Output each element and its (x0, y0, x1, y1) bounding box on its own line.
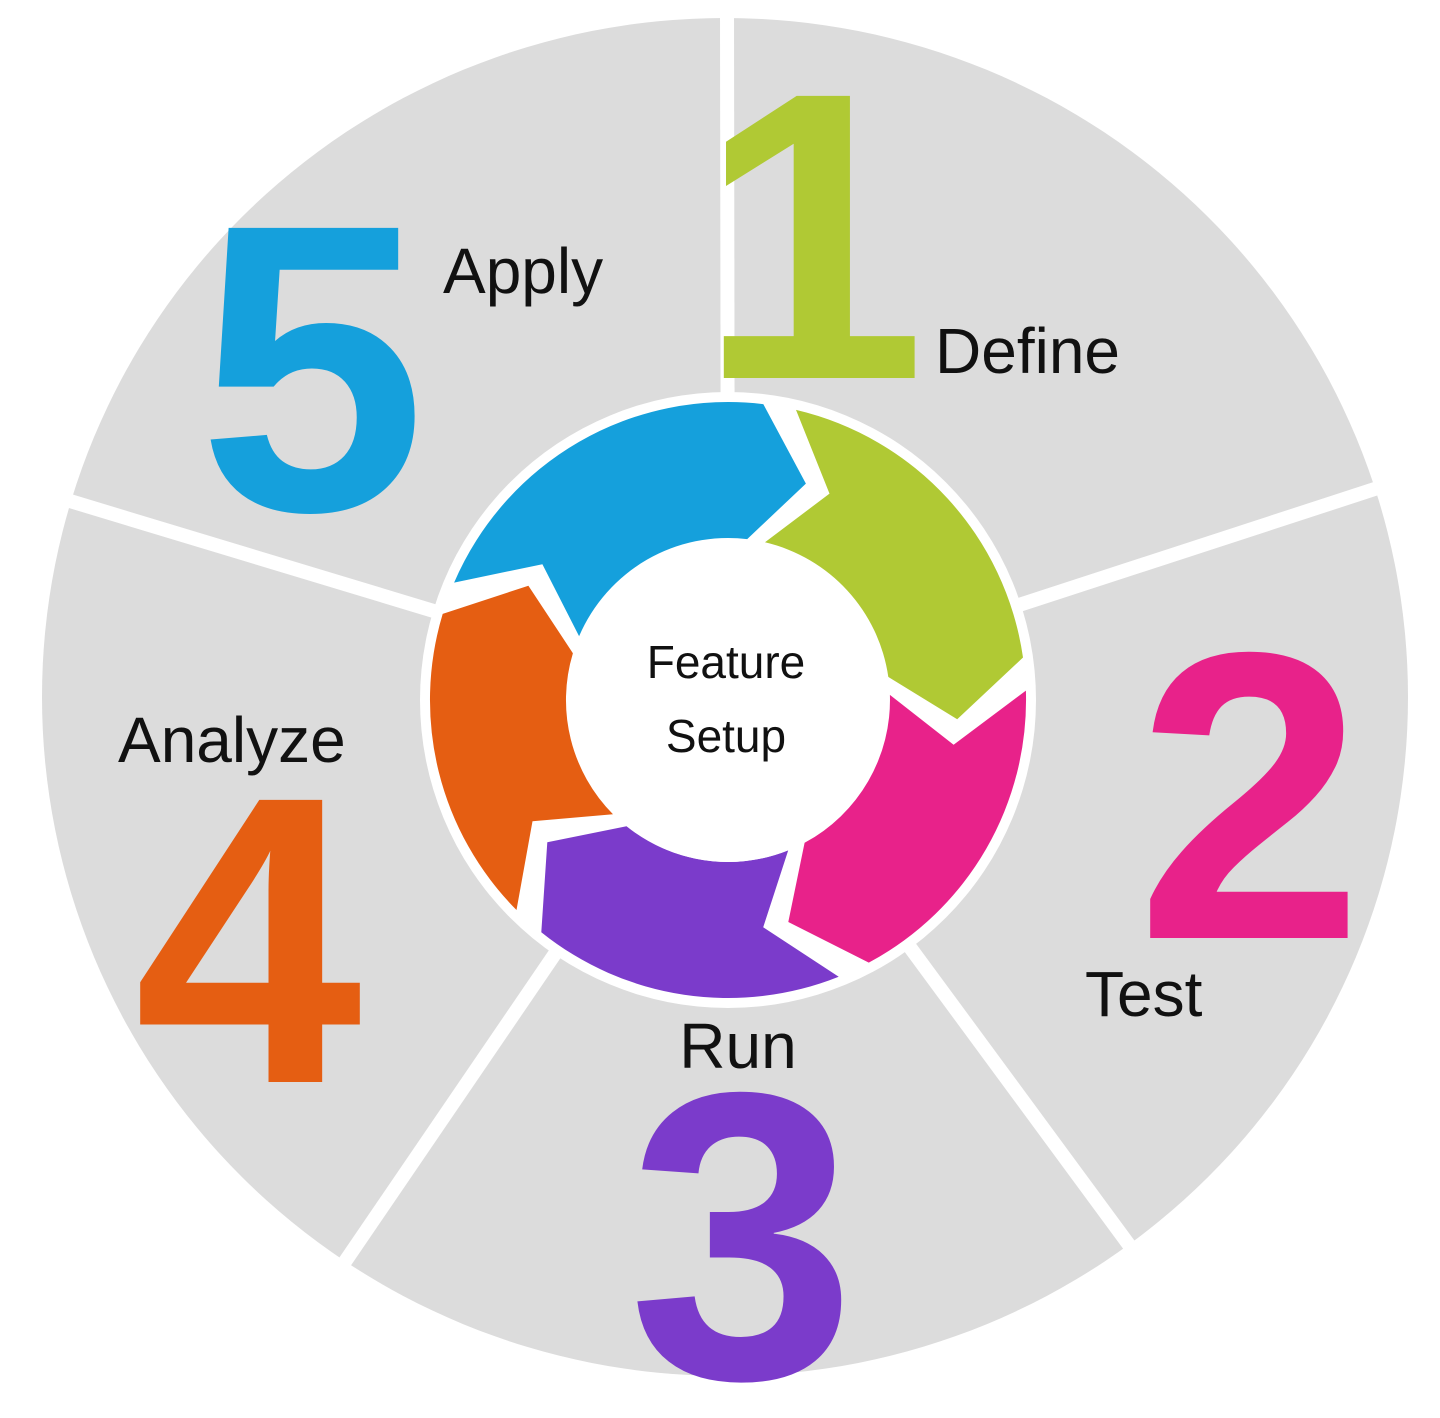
step-1-define: 1 Define (698, 7, 1120, 465)
arrow-segment-test (788, 690, 1027, 963)
arrow-segment-run (541, 826, 839, 998)
arrow-segment-define (765, 409, 1023, 720)
step-label-define: Define (935, 315, 1120, 387)
step-2-test: 2 Test (1085, 567, 1364, 1030)
step-4-analyze: Analyze 4 (118, 704, 365, 1169)
step-number-2: 2 (1136, 567, 1364, 1025)
step-label-test: Test (1085, 958, 1203, 1030)
center-label-line1: Feature (647, 636, 806, 688)
cycle-ring (429, 402, 1027, 998)
arrow-segment-apply (454, 402, 806, 637)
step-label-run: Run (679, 1010, 796, 1082)
step-label-analyze: Analyze (118, 704, 346, 776)
step-number-4: 4 (134, 711, 365, 1169)
step-label-apply: Apply (443, 235, 603, 307)
step-5-apply: 5 Apply (198, 139, 603, 597)
step-number-5: 5 (198, 139, 426, 597)
step-number-3: 3 (628, 1007, 856, 1418)
step-3-run: Run 3 (628, 1007, 856, 1418)
sector-dividers (57, 9, 1393, 1276)
center-label-line2: Setup (666, 710, 786, 762)
step-number-1: 1 (698, 7, 926, 465)
arrow-segment-analyze (429, 585, 613, 910)
center-hub (568, 542, 888, 862)
